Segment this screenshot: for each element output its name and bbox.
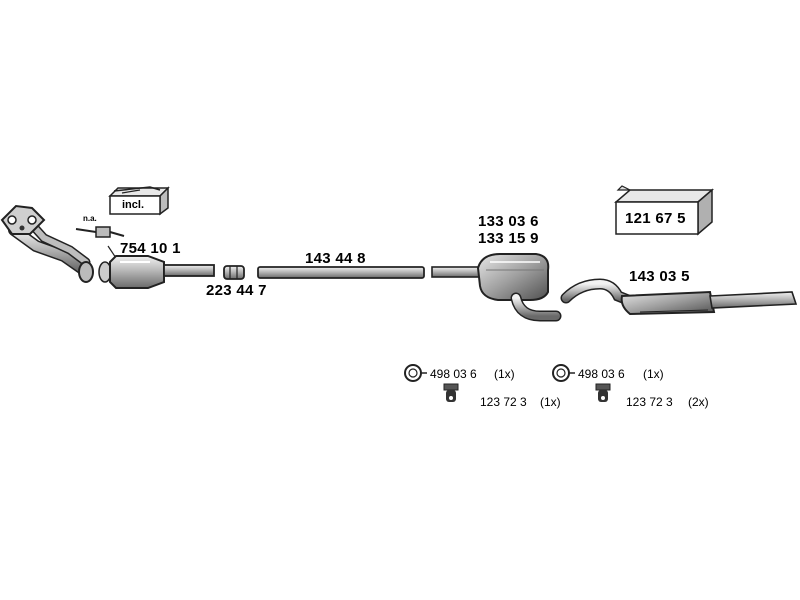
- part-number-mounting-kit[interactable]: 121 67 5: [625, 210, 686, 227]
- accessory-part-number[interactable]: 123 72 3: [626, 395, 673, 409]
- catalytic-converter[interactable]: [98, 245, 215, 289]
- accessory-quantity: (1x): [494, 367, 515, 381]
- included-label: incl.: [122, 199, 145, 211]
- part-number-rear-silencer[interactable]: 143 03 5: [629, 268, 690, 285]
- lambda-sensor: [75, 226, 125, 238]
- accessory-quantity: (1x): [540, 395, 561, 409]
- front-pipe[interactable]: [0, 204, 94, 283]
- mounting-kit-box: [613, 185, 715, 236]
- rubber-ring-icon: [404, 364, 427, 382]
- accessory-part-number[interactable]: 123 72 3: [480, 395, 527, 409]
- rubber-ring-icon: [552, 364, 575, 382]
- part-number-middle-silencer-1[interactable]: 133 03 6: [478, 213, 539, 230]
- part-number-catalytic-converter[interactable]: 754 10 1: [120, 240, 181, 257]
- accessory-quantity: (1x): [643, 367, 664, 381]
- rubber-hanger-icon: [443, 383, 459, 402]
- rubber-hanger-icon: [595, 383, 611, 402]
- accessory-quantity: (2x): [688, 395, 709, 409]
- accessory-part-number[interactable]: 498 03 6: [578, 367, 625, 381]
- part-number-clamp[interactable]: 223 44 7: [206, 282, 267, 299]
- part-number-middle-silencer-2[interactable]: 133 15 9: [478, 230, 539, 247]
- middle-silencer[interactable]: [431, 253, 562, 322]
- part-number-intermediate-pipe[interactable]: 143 44 8: [305, 250, 366, 267]
- accessory-part-number[interactable]: 498 03 6: [430, 367, 477, 381]
- intermediate-pipe[interactable]: [257, 266, 425, 279]
- included-parts-box: [108, 186, 170, 216]
- not-available-label: n.a.: [83, 214, 97, 223]
- rear-silencer[interactable]: [560, 278, 798, 316]
- clamp[interactable]: [223, 265, 245, 280]
